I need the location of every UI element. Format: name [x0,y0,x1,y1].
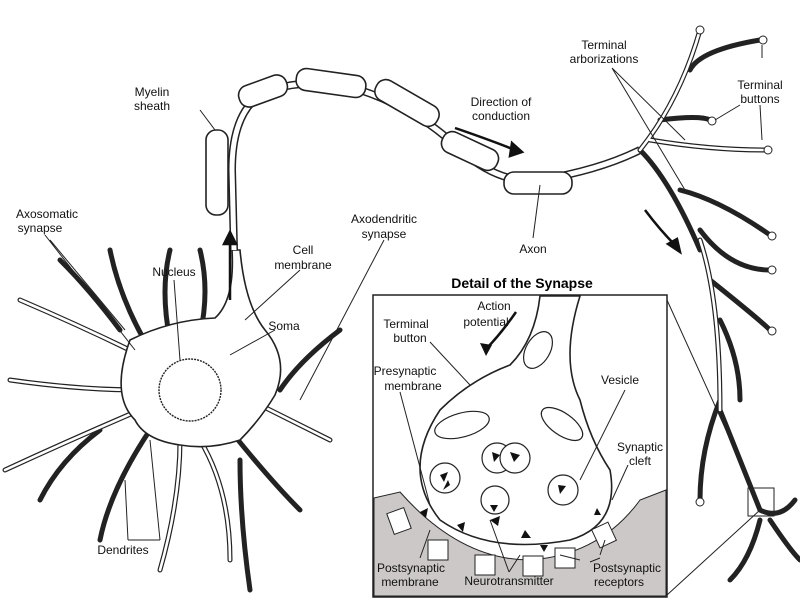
label-terminal-buttons-2: buttons [740,92,779,106]
label-axosomatic-2: synapse [18,221,63,235]
label-postsynaptic-membrane: Postsynaptic [377,561,445,575]
label-vesicle: Vesicle [601,373,639,387]
label-action-potential-2: potential [463,315,508,329]
label-cell-membrane-2: membrane [274,258,332,272]
label-nucleus: Nucleus [152,265,195,279]
label-myelin-sheath-2: sheath [134,99,170,113]
direction-arrows [221,126,682,300]
label-terminal-arborizations: Terminal [581,38,626,52]
label-terminal-button-2: button [393,331,426,345]
synapse-detail [372,294,668,598]
label-terminal-arborizations-2: arborizations [570,52,639,66]
label-terminal-buttons: Terminal [737,78,782,92]
label-postsynaptic-receptors: Postsynaptic [593,561,661,575]
label-dendrites: Dendrites [97,543,148,557]
label-cell-membrane: Cell [293,243,314,257]
label-action-potential: Action [477,299,510,313]
myelin-sheath [205,67,573,216]
leader-lines [44,45,763,596]
labels: Terminal arborizations Terminal buttons … [16,38,783,589]
neurotransmitters [420,452,601,552]
label-direction: Direction of [471,95,532,109]
vesicle [480,485,510,515]
mitochondrion [540,406,584,442]
label-axodendritic: Axodendritic [351,212,417,226]
label-synaptic-cleft-2: cleft [629,454,652,468]
label-neurotransmitter: Neurotransmitter [464,574,553,588]
label-soma: Soma [268,319,300,333]
label-presynaptic-2: membrane [384,379,442,393]
synapse-location-box [747,487,775,517]
label-presynaptic: Presynaptic [374,364,437,378]
label-synaptic-cleft: Synaptic [617,440,663,454]
label-postsynaptic-receptors-2: receptors [594,575,644,589]
label-postsynaptic-membrane-2: membrane [381,575,439,589]
mitochondrion [522,331,554,369]
label-direction-2: conduction [472,109,530,123]
synapse-title: Detail of the Synapse [451,275,593,291]
label-axon: Axon [519,242,546,256]
label-axodendritic-2: synapse [362,227,407,241]
label-axosomatic: Axosomatic [16,207,78,221]
label-myelin-sheath: Myelin [135,85,170,99]
nucleus [158,358,222,422]
postsynaptic-receptors [386,506,618,577]
label-terminal-button: Terminal [383,317,428,331]
mitochondrion [434,410,490,440]
